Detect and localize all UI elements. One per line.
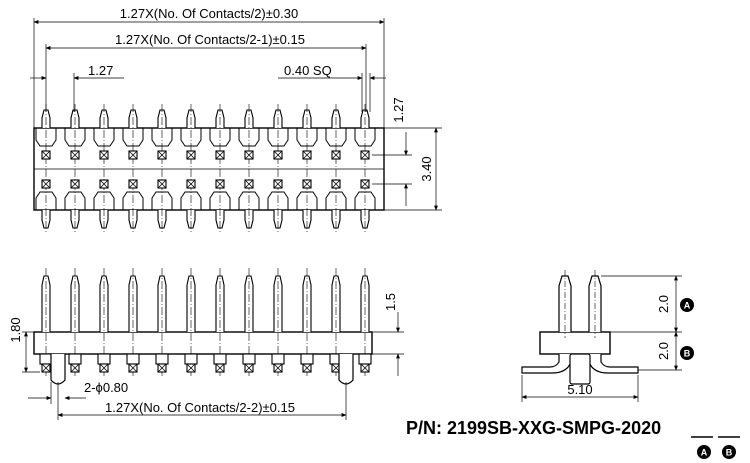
- front-pin: [68, 268, 82, 376]
- top-pin: [151, 104, 173, 234]
- dim-pitch-label: 1.27: [88, 63, 113, 78]
- part-number: P/N: 2199SB-XXG-SMPG-2020 A B: [406, 418, 740, 459]
- dim-pin-span-label: 1.27X(No. Of Contacts/2-1)±0.15: [115, 32, 305, 47]
- front-pin: [126, 268, 140, 376]
- top-pin: [93, 104, 115, 234]
- marker-b-side-label: B: [684, 349, 691, 359]
- dim-lower-label: 2.0: [656, 342, 671, 360]
- front-pin: [213, 268, 227, 376]
- top-pins: [35, 104, 376, 234]
- marker-b-side: [680, 346, 694, 360]
- top-pin: [64, 104, 86, 234]
- side-leg-right: [588, 354, 639, 374]
- front-pin: [97, 268, 111, 376]
- dim-tail-label: 1.5: [383, 293, 398, 311]
- part-number-code-b: 20: [641, 418, 661, 438]
- top-pin: [354, 104, 376, 234]
- part-number-code-a: 20: [621, 418, 641, 438]
- dim-post-span-label: 1.27X(No. Of Contacts/2-2)±0.15: [105, 400, 295, 415]
- dim-pin-size-label: 0.40 SQ: [284, 63, 332, 78]
- dim-row-pitch-label: 1.27: [391, 97, 406, 122]
- front-pin: [39, 268, 53, 376]
- front-pin: [271, 268, 285, 376]
- front-pin: [155, 268, 169, 376]
- front-pin: [300, 268, 314, 376]
- marker-a-side: [680, 298, 694, 312]
- dim-upper-label: 2.0: [656, 295, 671, 313]
- front-view: 1.5 1.80 2-ϕ0.80 1.27X(No. Of Contacts/2…: [8, 268, 404, 420]
- marker-a-part: [697, 445, 711, 459]
- part-number-prefix: P/N: 2199SB-XXG-SMPG-: [406, 418, 621, 438]
- front-view-insulator: [33, 331, 373, 355]
- side-leg-left: [521, 354, 572, 374]
- locating-post-right: [338, 354, 354, 385]
- marker-a-side-label: A: [684, 301, 691, 311]
- front-pin: [358, 268, 372, 376]
- dim-overall-label: 1.27X(No. Of Contacts/2)±0.30: [120, 6, 298, 21]
- locating-post-left: [50, 354, 66, 385]
- dim-post-diameter-label: 2-ϕ0.80: [84, 380, 128, 395]
- marker-a-part-label: A: [701, 448, 708, 458]
- side-view: 2.0 A 2.0 B 5.10: [521, 270, 694, 402]
- top-pin: [35, 104, 57, 234]
- top-pin: [296, 104, 318, 234]
- top-pin: [180, 104, 202, 234]
- side-view-insulator: [539, 331, 611, 355]
- dim-insulator-label: 1.80: [8, 317, 23, 342]
- top-pin: [325, 104, 347, 234]
- top-pin: [267, 104, 289, 234]
- dim-body-height-label: 3.40: [419, 156, 434, 181]
- top-pin: [209, 104, 231, 234]
- part-number-text: P/N: 2199SB-XXG-SMPG-2020: [406, 418, 661, 438]
- top-pin: [122, 104, 144, 234]
- dim-width-label: 5.10: [567, 382, 592, 397]
- side-center-post: [569, 353, 591, 385]
- top-pin: [238, 104, 260, 234]
- front-pin: [184, 268, 198, 376]
- marker-b-part-label: B: [726, 448, 733, 458]
- marker-b-part: [722, 445, 736, 459]
- front-pin: [242, 268, 256, 376]
- top-view: 1.27X(No. Of Contacts/2)±0.30 1.27X(No. …: [30, 6, 442, 234]
- front-pins: [39, 268, 372, 376]
